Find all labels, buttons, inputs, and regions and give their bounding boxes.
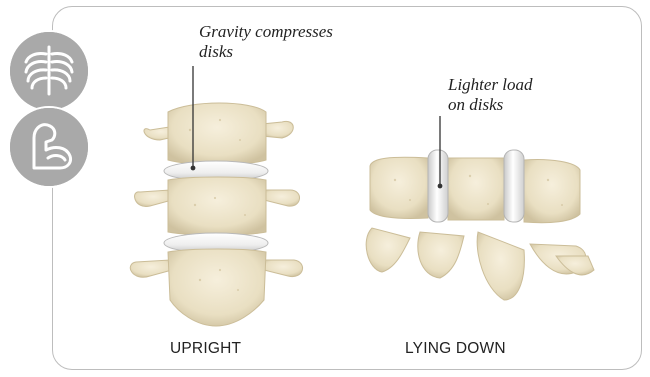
upright-callout: Gravity compresses disks xyxy=(199,22,333,62)
lying-spine xyxy=(366,150,594,300)
lying-callout: Lighter load on disks xyxy=(448,75,533,115)
lying-down-caption: LYING DOWN xyxy=(405,340,506,358)
upright-spine xyxy=(130,103,302,326)
upright-caption: UPRIGHT xyxy=(170,340,241,358)
